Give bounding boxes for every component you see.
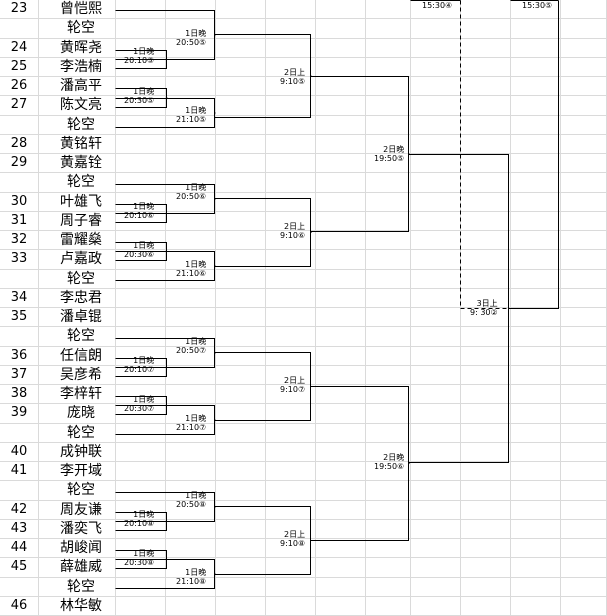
seed-number	[0, 19, 38, 37]
player-name: 任信朗	[60, 348, 102, 364]
player-name: 庞晓	[67, 405, 95, 421]
player-name: 周友谦	[60, 502, 102, 518]
seed-number: 41	[10, 463, 28, 478]
seed-number: 40	[10, 444, 28, 459]
player-name: 成钟联	[60, 444, 102, 460]
player-name: 李开域	[60, 463, 102, 479]
seed-number	[0, 270, 38, 288]
time-label-top-right: 15:30⑤	[522, 1, 553, 10]
seed-number	[0, 327, 38, 345]
player-name: 轮空	[67, 271, 95, 287]
player-name: 潘奕飞	[60, 521, 102, 537]
player-name: 吴彦希	[60, 367, 102, 383]
player-name: 潘高平	[60, 78, 102, 94]
time-label-top-left: 15:30④	[422, 1, 453, 10]
seed-number: 29	[10, 155, 28, 170]
seed-number: 43	[10, 521, 28, 536]
seed-number: 39	[10, 405, 28, 420]
player-name: 黄铭轩	[60, 136, 102, 152]
seed-number	[0, 424, 38, 442]
player-name: 雷耀燊	[60, 232, 102, 248]
seed-number: 46	[10, 598, 28, 613]
player-name: 李忠君	[60, 290, 102, 306]
seed-number: 45	[10, 559, 28, 574]
player-name: 轮空	[67, 425, 95, 441]
player-name: 曾恺熙	[60, 1, 102, 17]
seed-number	[0, 173, 38, 191]
player-name: 卢嘉政	[60, 251, 102, 267]
seed-number: 38	[10, 386, 28, 401]
seed-number: 30	[10, 194, 28, 209]
seed-number: 42	[10, 502, 28, 517]
player-name: 薛雄威	[60, 559, 102, 575]
seed-number: 34	[10, 290, 28, 305]
seed-number	[0, 578, 38, 596]
player-name: 轮空	[67, 328, 95, 344]
player-name: 林华敏	[60, 598, 102, 614]
seed-number: 36	[10, 348, 28, 363]
seed-number: 31	[10, 213, 28, 228]
player-name: 轮空	[67, 174, 95, 190]
player-name: 轮空	[67, 579, 95, 595]
seed-number: 27	[10, 97, 28, 112]
seed-number	[0, 481, 38, 499]
player-name: 潘卓锟	[60, 309, 102, 325]
seed-number: 32	[10, 232, 28, 247]
seed-number: 25	[10, 59, 28, 74]
player-name: 黄嘉铨	[60, 155, 102, 171]
seed-number: 23	[10, 1, 28, 16]
player-name: 轮空	[67, 20, 95, 36]
player-name: 黄晖尧	[60, 40, 102, 56]
seed-number: 35	[10, 309, 28, 324]
seed-number: 37	[10, 367, 28, 382]
seed-number: 33	[10, 251, 28, 266]
player-name: 叶雄飞	[60, 194, 102, 210]
player-name: 李梓轩	[60, 386, 102, 402]
seed-number	[0, 116, 38, 134]
seed-number: 28	[10, 136, 28, 151]
seed-number: 24	[10, 40, 28, 55]
player-name: 李浩楠	[60, 59, 102, 75]
player-name: 轮空	[67, 117, 95, 133]
player-name: 陈文亮	[60, 97, 102, 113]
player-name: 胡峻闻	[60, 540, 102, 556]
player-name: 轮空	[67, 482, 95, 498]
player-name: 周子睿	[60, 213, 102, 229]
seed-number: 44	[10, 540, 28, 555]
seed-number: 26	[10, 78, 28, 93]
